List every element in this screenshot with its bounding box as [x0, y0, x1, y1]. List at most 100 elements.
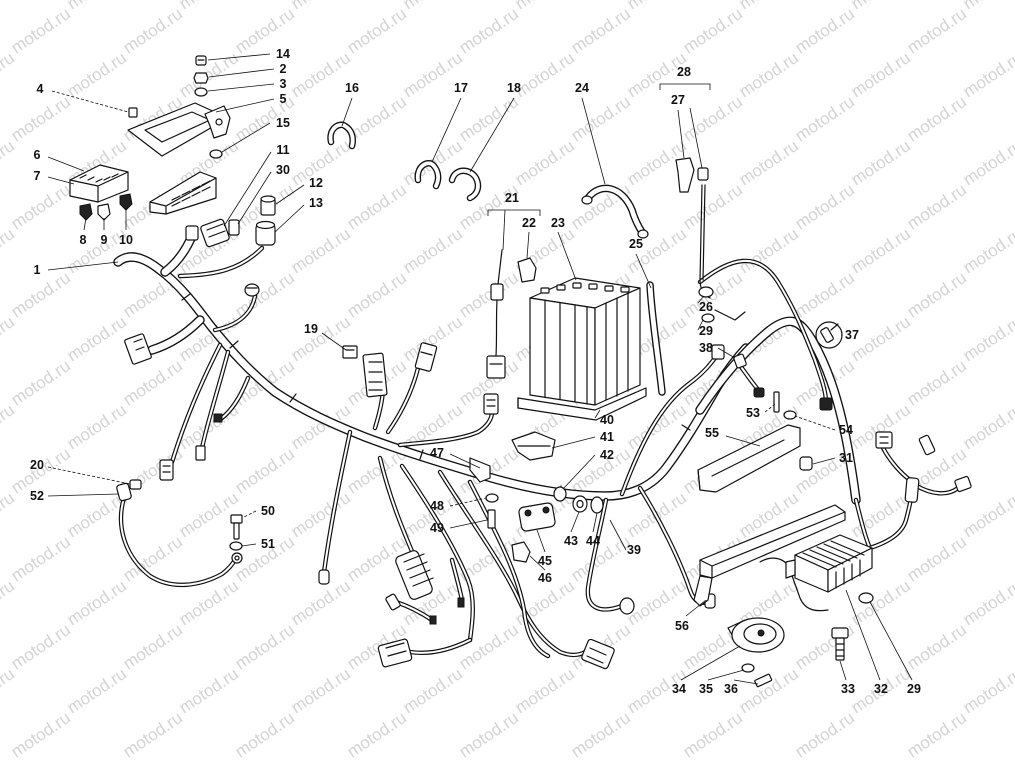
callout-3: 3 [280, 77, 287, 91]
ground-cable [116, 482, 243, 585]
watermark-text: motod.ru [960, 312, 1015, 365]
callout-56: 56 [675, 619, 689, 633]
watermark-text: motod.ru [64, 576, 130, 629]
watermark-text: motod.ru [848, 0, 914, 13]
watermark-text: motod.ru [344, 268, 410, 321]
callout-labels: 14 2 3 5 4 15 6 7 11 30 12 13 8 9 10 1 1… [30, 47, 921, 696]
callout-36: 36 [724, 682, 738, 696]
watermark-text: motod.ru [904, 180, 970, 233]
callout-12: 12 [309, 176, 323, 190]
watermark-text: motod.ru [0, 0, 18, 13]
callout-29: 29 [699, 324, 713, 338]
watermark-text: motod.ru [400, 224, 466, 277]
watermark-text: motod.ru [960, 224, 1015, 277]
watermark-text: motod.ru [456, 708, 522, 761]
watermark-text: motod.ru [8, 532, 74, 585]
fasteners-50-51-20 [129, 479, 243, 551]
watermark-text: motod.ru [904, 532, 970, 585]
watermark-text: motod.ru [568, 92, 634, 145]
callout-18: 18 [507, 81, 521, 95]
watermark-text: motod.ru [232, 268, 298, 321]
watermark-text: motod.ru [568, 4, 634, 57]
callout-44: 44 [586, 534, 600, 548]
fuse-box-bracket [127, 102, 231, 157]
callout-10: 10 [119, 233, 133, 247]
watermark-text: motod.ru [456, 620, 522, 673]
callout-27: 27 [671, 93, 685, 107]
callout-21: 21 [505, 191, 519, 205]
callout-45: 45 [538, 554, 552, 568]
watermark-text: motod.ru [512, 48, 578, 101]
cable-28 [675, 157, 746, 323]
watermark-text: motod.ru [568, 708, 634, 761]
watermark-text: motod.ru [232, 444, 298, 497]
watermark-text: motod.ru [680, 4, 746, 57]
watermark-text: motod.ru [176, 0, 242, 13]
watermark-text: motod.ru [456, 180, 522, 233]
watermark-text: motod.ru [344, 4, 410, 57]
battery-tray-40 [517, 387, 647, 421]
watermark-text: motod.ru [904, 620, 970, 673]
callout-52: 52 [30, 489, 44, 503]
watermark-text: motod.ru [64, 48, 130, 101]
watermark-text: motod.ru [288, 664, 354, 717]
callout-15: 15 [276, 116, 290, 130]
watermark-text: motod.ru [960, 136, 1015, 189]
watermark-text: motod.ru [848, 136, 914, 189]
callout-38: 38 [699, 341, 713, 355]
bracket-56 [693, 504, 846, 612]
watermark-text: motod.ru [456, 4, 522, 57]
watermark-text: motod.ru [904, 356, 970, 409]
connector-37-detail [815, 321, 843, 349]
callout-46: 46 [538, 571, 552, 585]
watermark-text: motod.ru [624, 0, 690, 13]
callout-5: 5 [280, 92, 287, 106]
callout-9: 9 [101, 233, 108, 247]
battery-positive-cable-21 [486, 249, 506, 379]
watermark-text: motod.ru [960, 488, 1015, 541]
fuse-box [149, 171, 217, 241]
callout-28: 28 [677, 65, 691, 79]
callout-49: 49 [430, 521, 444, 535]
callout-22: 22 [522, 216, 536, 230]
terminal-cap-22 [517, 257, 537, 283]
callout-20: 20 [30, 458, 44, 472]
watermark-text: motod.ru [120, 4, 186, 57]
callout-41: 41 [600, 430, 614, 444]
callout-51: 51 [261, 537, 275, 551]
fasteners-14-2-3-15 [193, 55, 223, 159]
watermark-text: motod.ru [288, 48, 354, 101]
watermark-text: motod.ru [512, 0, 578, 13]
watermark-text: motod.ru [736, 48, 802, 101]
watermark-text: motod.ru [176, 664, 242, 717]
watermark-text: motod.ru [120, 268, 186, 321]
watermark-text: motod.ru [8, 180, 74, 233]
parts-42-43-44 [553, 486, 604, 514]
callout-2: 2 [280, 62, 287, 76]
fuse-box-cover [69, 164, 129, 203]
watermark-text: motod.ru [792, 92, 858, 145]
callout-8: 8 [80, 233, 87, 247]
watermark-text: motod.ru [0, 400, 18, 453]
watermark-text: motod.ru [904, 4, 970, 57]
battery [529, 277, 641, 406]
watermark-text: motod.ru [960, 400, 1015, 453]
watermark-text: motod.ru [0, 576, 18, 629]
watermark-text: motod.ru [232, 708, 298, 761]
watermark-text: motod.ru [960, 576, 1015, 629]
callout-43: 43 [564, 534, 578, 548]
callout-25: 25 [629, 237, 643, 251]
watermark-text: motod.ru [8, 620, 74, 673]
callout-7: 7 [34, 169, 41, 183]
watermark-text: motod.ru [288, 224, 354, 277]
main-wiring-harness [118, 236, 856, 500]
callout-47: 47 [430, 446, 444, 460]
callout-1: 1 [34, 263, 41, 277]
watermark-text: motod.ru [512, 136, 578, 189]
relays-12-13 [255, 195, 276, 246]
watermark-text: motod.ru [8, 708, 74, 761]
solenoid-45 [511, 502, 556, 563]
watermark-text: motod.ru [792, 708, 858, 761]
watermark-text: motod.ru [64, 0, 130, 13]
